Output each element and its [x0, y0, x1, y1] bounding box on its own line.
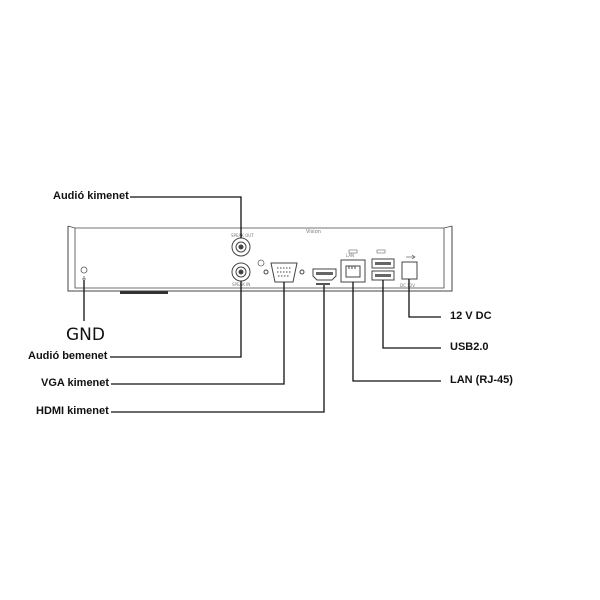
callout-hdmi: HDMI kimenet [36, 405, 109, 417]
callout-gnd: GND [66, 325, 105, 345]
lan-led [348, 249, 358, 254]
line-audio-out [130, 196, 242, 238]
callout-usb: USB2.0 [450, 341, 489, 353]
power-port-label: DC 12V [400, 283, 415, 288]
callout-audio-out: Audió kimenet [53, 190, 129, 202]
hdmi-logo [316, 283, 330, 285]
power-switch [401, 254, 418, 280]
chassis-foot [120, 291, 168, 294]
usb-ports [371, 258, 395, 281]
lan-port-label: LAN [346, 253, 354, 258]
line-hdmi [111, 285, 325, 413]
hdmi-port [312, 268, 337, 281]
audio-led [257, 259, 265, 267]
ground-terminal [80, 266, 88, 280]
callout-audio-in: Audió bemenet [28, 350, 108, 362]
device-chassis [67, 225, 453, 292]
callout-lines [83, 196, 441, 413]
line-dc [408, 279, 441, 318]
audio-out-port-label: SPEAK OUT [231, 233, 254, 238]
brand-text: Vision [306, 229, 321, 235]
lan-port [340, 259, 366, 283]
line-lan [352, 282, 441, 382]
vga-port [263, 262, 305, 283]
callout-dc: 12 V DC [450, 310, 492, 322]
callout-lan: LAN (RJ-45) [450, 374, 513, 386]
line-audio-in [110, 281, 242, 358]
audio-in-connector [231, 262, 251, 282]
usb-led [376, 249, 386, 254]
callout-vga: VGA kimenet [41, 377, 110, 389]
line-usb [382, 280, 441, 349]
audio-out-connector [231, 237, 251, 257]
line-vga [111, 282, 285, 385]
